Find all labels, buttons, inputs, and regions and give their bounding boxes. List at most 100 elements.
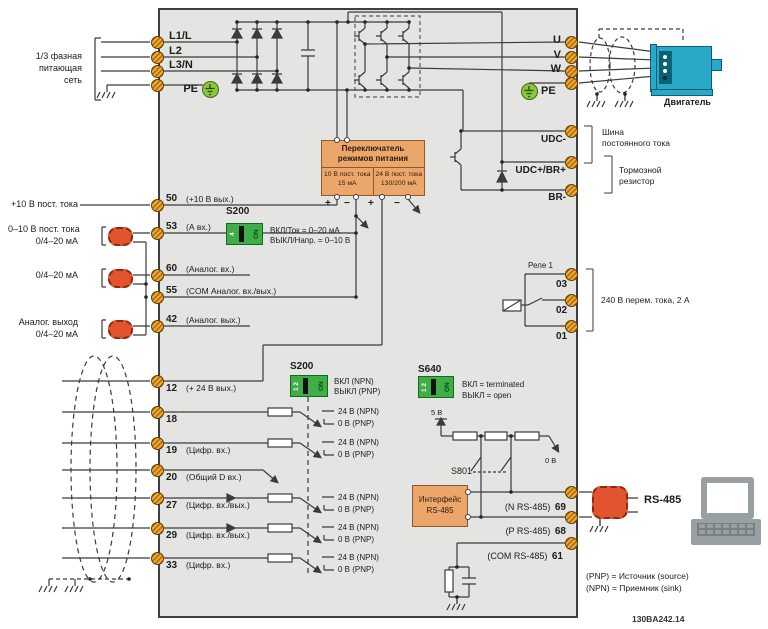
ext-label-60: 0/4–20 мА bbox=[35, 270, 78, 280]
note-npn: (NPN) = Приемник (sink) bbox=[586, 583, 682, 593]
dip-slider bbox=[239, 226, 244, 242]
label-55: 55 bbox=[166, 285, 178, 296]
label-19: 19 bbox=[166, 445, 178, 456]
label-60: 60 bbox=[166, 263, 178, 274]
dip-digits: 1 2 bbox=[293, 381, 300, 391]
ext-label-53-2: 0/4–20 мА bbox=[35, 236, 78, 246]
dc-bus-label-1: Шина bbox=[602, 127, 624, 137]
rs485-pin-n bbox=[465, 489, 471, 495]
npn-label-19: 24 В (NPN) bbox=[338, 438, 379, 447]
label-udc-plus: UDC+/BR+ bbox=[515, 165, 566, 176]
relay-rating: 240 В перем. тока, 2 А bbox=[601, 295, 690, 305]
pnp-label-27: 0 В (PNP) bbox=[338, 505, 375, 514]
psw-plus24-label: + bbox=[368, 198, 374, 209]
terminal-v bbox=[565, 51, 578, 64]
ferrite-coil-42 bbox=[108, 320, 133, 339]
label-v: V bbox=[553, 49, 561, 61]
s200-analog-name: S200 bbox=[226, 206, 250, 217]
ferrite-coil-60 bbox=[108, 269, 133, 288]
terminal-68 bbox=[565, 511, 578, 524]
power-mode-switch-box: Переключатель режимов питания 10 В пост.… bbox=[321, 140, 425, 196]
terminal-12 bbox=[151, 375, 164, 388]
input-cable-shield bbox=[38, 355, 150, 593]
terminal-udc-minus bbox=[565, 125, 578, 138]
psw-pin-plus24 bbox=[379, 194, 385, 200]
terminal-br-minus bbox=[565, 184, 578, 197]
laptop-keyboard bbox=[697, 523, 755, 536]
rs485-wiring bbox=[444, 491, 638, 611]
s640-dip-switch: 1 2 ON bbox=[418, 376, 454, 398]
rs485-label: RS-485 bbox=[644, 494, 682, 506]
mains-label-line3: сеть bbox=[63, 75, 82, 85]
label-pe-right: PE bbox=[541, 85, 556, 97]
label-02: 02 bbox=[556, 305, 568, 316]
label-pe-left: PE bbox=[183, 83, 198, 95]
motor-dot bbox=[663, 69, 667, 73]
mains-label-line2: питающая bbox=[39, 63, 82, 73]
psw-pin bbox=[344, 137, 350, 143]
ext-label-42-1: Аналог. выход bbox=[18, 317, 78, 327]
dip-digits: 1 2 bbox=[421, 382, 428, 392]
s200-digital-dip-switch: 1 2 ON bbox=[290, 375, 328, 397]
label-l3: L3/N bbox=[169, 59, 193, 71]
s200-digital-line1: ВКЛ (NPN) bbox=[334, 377, 374, 386]
label-01: 01 bbox=[556, 331, 568, 342]
s200-analog-dip-switch: 4 ON bbox=[226, 223, 263, 245]
rectifier bbox=[230, 22, 284, 90]
label-0v: 0 В bbox=[545, 456, 557, 465]
analog-wiring bbox=[101, 226, 250, 339]
terminal-29 bbox=[151, 522, 164, 535]
s200-digital-line2: ВЫКЛ (PNP) bbox=[334, 387, 381, 396]
label-68-prefix: (P RS-485) bbox=[505, 526, 551, 536]
psw-pin-plus10 bbox=[334, 194, 340, 200]
pnp-label-33: 0 В (PNP) bbox=[338, 565, 375, 574]
brake-label-2: резистор bbox=[619, 176, 655, 186]
label-68: (P RS-485) 68 bbox=[478, 521, 566, 539]
desc-53: (А вх.) bbox=[186, 222, 211, 232]
motor-base bbox=[651, 89, 713, 96]
ext-label-42-2: 0/4–20 мА bbox=[35, 329, 78, 339]
npn-label-18: 24 В (NPN) bbox=[338, 407, 379, 416]
dc-bus-label-2: постоянного тока bbox=[602, 138, 670, 148]
terminal-02 bbox=[565, 294, 578, 307]
dip-on-label: ON bbox=[253, 229, 260, 239]
label-w: W bbox=[550, 63, 561, 75]
label-53: 53 bbox=[166, 221, 178, 232]
label-br-minus: BR- bbox=[548, 192, 566, 203]
terminal-19 bbox=[151, 437, 164, 450]
label-69-prefix: (N RS-485) bbox=[504, 502, 551, 512]
desc-12: (+ 24 В вых.) bbox=[186, 383, 237, 393]
motor-terminal-panel bbox=[659, 51, 672, 84]
desc-27: (Цифр. вх./вых.) bbox=[186, 500, 250, 510]
relay-name: Реле 1 bbox=[528, 261, 553, 270]
s640-line1: ВКЛ = terminated bbox=[462, 380, 525, 389]
laptop-body bbox=[691, 519, 761, 545]
terminal-27 bbox=[151, 492, 164, 505]
terminal-01 bbox=[565, 320, 578, 333]
label-27: 27 bbox=[166, 500, 178, 511]
dip-on-label: ON bbox=[318, 381, 325, 391]
pnp-label-29: 0 В (PNP) bbox=[338, 535, 375, 544]
dip-slider bbox=[303, 378, 308, 394]
label-18: 18 bbox=[166, 414, 178, 425]
s200-analog-line2: ВЫКЛ/Напр. = 0–10 В bbox=[270, 236, 351, 245]
npn-label-29: 24 В (NPN) bbox=[338, 523, 379, 532]
npn-label-27: 24 В (NPN) bbox=[338, 493, 379, 502]
label-s801: S801 bbox=[451, 466, 473, 476]
terminal-69 bbox=[565, 486, 578, 499]
terminal-42 bbox=[151, 320, 164, 333]
ferrite-coil-53 bbox=[108, 227, 133, 246]
s200-analog-line1: ВКЛ/Ток = 0–20 мА bbox=[270, 226, 340, 235]
label-42: 42 bbox=[166, 314, 178, 325]
label-u: U bbox=[553, 34, 561, 46]
psw-minus10-label: − bbox=[344, 198, 350, 209]
psw-pin-minus24 bbox=[405, 194, 411, 200]
label-03: 03 bbox=[556, 279, 568, 290]
rs485-iface-line1: Интерфейс bbox=[418, 495, 462, 504]
label-29: 29 bbox=[166, 530, 178, 541]
desc-29: (Цифр. вх./вых.) bbox=[186, 530, 250, 540]
ferrite-coil-rs485 bbox=[592, 486, 628, 519]
motor-label: Двигатель bbox=[664, 97, 711, 107]
label-61-num: 61 bbox=[551, 551, 563, 562]
s200-digital-name: S200 bbox=[290, 361, 314, 372]
